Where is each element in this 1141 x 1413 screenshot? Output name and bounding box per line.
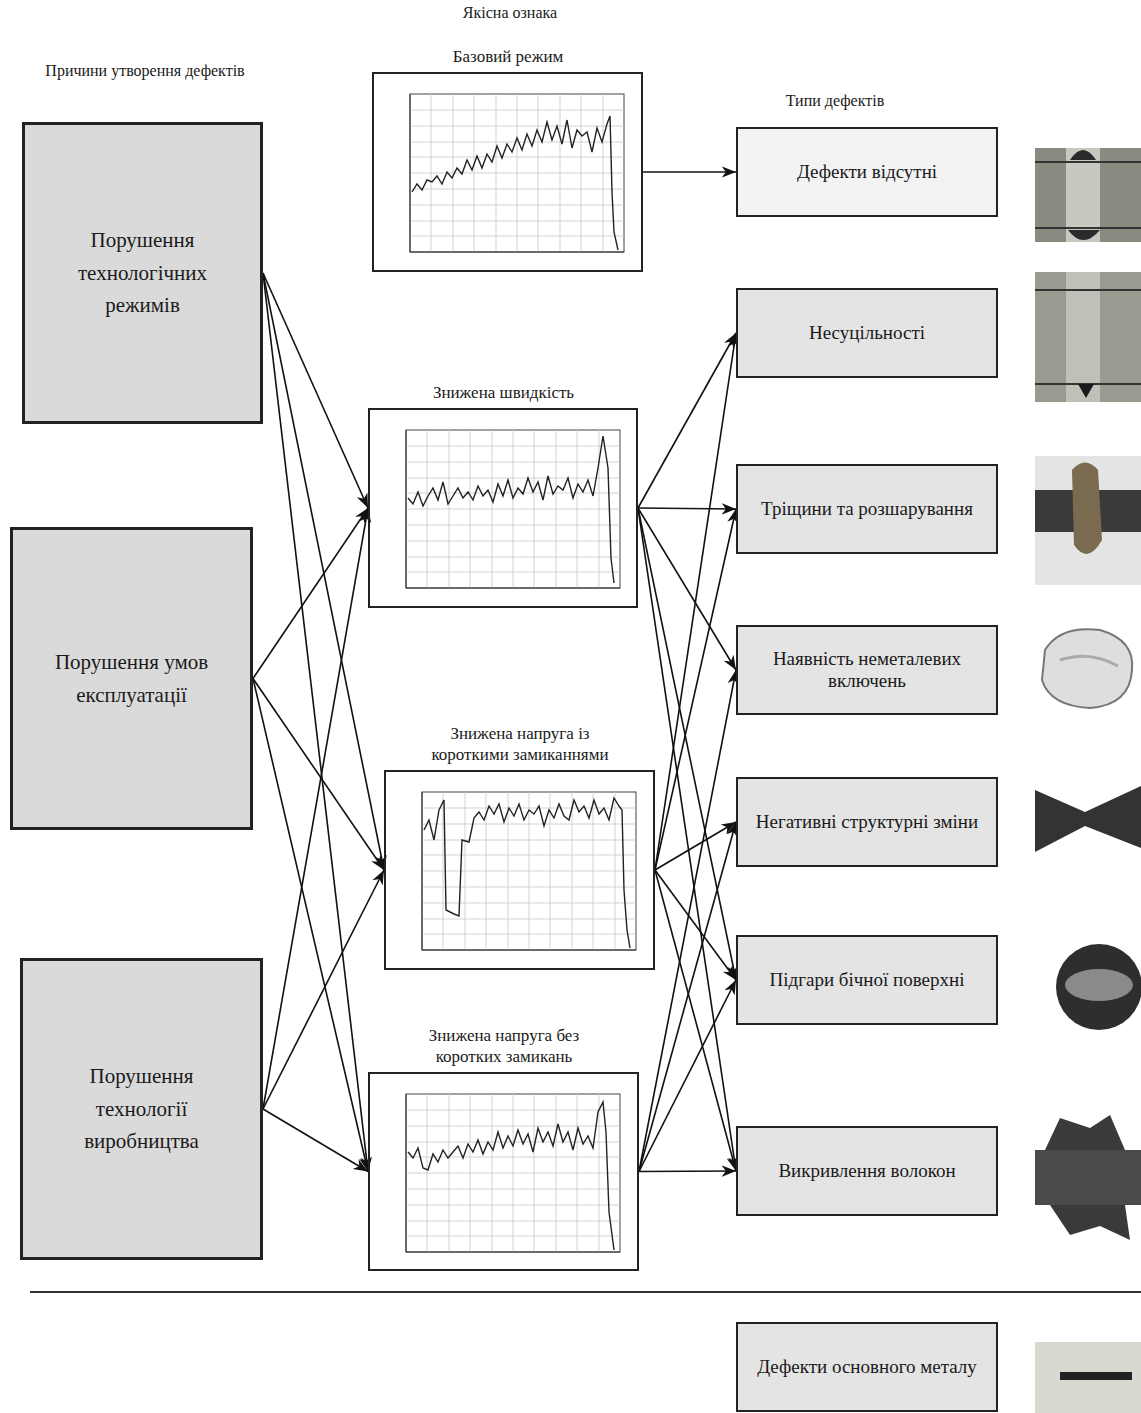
- arrow-connector: [655, 870, 736, 980]
- arrow-connector: [643, 171, 736, 173]
- cause-box: Порушення умов експлуатації: [10, 527, 253, 830]
- arrow-connector: [263, 273, 368, 508]
- arrow-connector: [638, 333, 736, 508]
- chart-plot: [406, 430, 620, 588]
- defect-text: Підгари бічної поверхні: [770, 969, 965, 991]
- defect-photo: [1035, 456, 1141, 585]
- column-header: Типи дефектів: [750, 92, 920, 110]
- cause-box: Порушення технології виробництва: [20, 958, 263, 1260]
- defect-box: Дефекти основного металу: [736, 1322, 998, 1412]
- chart-title: Знижена швидкість: [401, 383, 606, 403]
- chart-plot: [422, 792, 636, 950]
- defect-text: Тріщини та розшарування: [761, 498, 973, 520]
- separator-line: [30, 1291, 1141, 1293]
- arrow-connector: [638, 508, 736, 509]
- defect-text: Викривлення волокон: [778, 1160, 955, 1182]
- chart-box: Знижена швидкість: [368, 408, 638, 608]
- chart-box: Знижена напруга без коротких замикань: [368, 1072, 639, 1271]
- arrow-connector: [639, 980, 736, 1172]
- defect-photo: [1035, 786, 1141, 852]
- arrow-connector: [253, 679, 368, 1172]
- defect-text: Дефекти відсутні: [797, 161, 937, 183]
- defect-box: Дефекти відсутні: [736, 127, 998, 217]
- defect-box: Наявність неметалевих включень: [736, 625, 998, 715]
- chart-box: Знижена напруга із короткими замиканнями: [384, 770, 655, 970]
- arrow-connector: [253, 679, 384, 871]
- defect-box: Негативні структурні зміни: [736, 777, 998, 867]
- defect-box: Викривлення волокон: [736, 1126, 998, 1216]
- defect-photo: [1042, 629, 1132, 708]
- arrow-connector: [655, 870, 736, 1171]
- cause-text: Порушення технологічних режимів: [47, 224, 238, 322]
- defect-box: Тріщини та розшарування: [736, 464, 998, 554]
- defect-text: Дефекти основного металу: [757, 1356, 977, 1378]
- cause-text: Порушення умов експлуатації: [35, 646, 228, 711]
- chart-plot: [406, 1094, 620, 1252]
- column-header: Причини утворення дефектів: [30, 62, 260, 80]
- defect-box: Підгари бічної поверхні: [736, 935, 998, 1025]
- arrow-connector: [639, 1170, 736, 1172]
- arrow-connector: [655, 509, 736, 870]
- defect-photo: [1035, 148, 1141, 242]
- cause-box: Порушення технологічних режимів: [22, 122, 263, 424]
- defect-photo: [1035, 1342, 1141, 1413]
- arrow-connector: [263, 273, 368, 1172]
- arrow-connector: [638, 508, 736, 1171]
- arrow-connector: [263, 1109, 368, 1172]
- arrow-connector: [263, 870, 384, 1109]
- defect-photo: [1056, 944, 1141, 1030]
- arrow-connector: [638, 508, 736, 670]
- chart-title: Базовий режим: [406, 47, 611, 67]
- defect-photo: [1035, 1115, 1141, 1240]
- defect-text: Наявність неметалевих включень: [746, 648, 988, 692]
- column-header: Якісна ознака: [410, 4, 610, 22]
- arrow-connector: [253, 508, 368, 679]
- defect-box: Несуцільності: [736, 288, 998, 378]
- chart-box: Базовий режим: [372, 72, 643, 272]
- defect-text: Негативні структурні зміни: [756, 811, 978, 833]
- chart-title: Знижена напруга без коротких замикань: [402, 1026, 607, 1067]
- cause-text: Порушення технології виробництва: [45, 1060, 238, 1158]
- defect-text: Несуцільності: [809, 322, 925, 344]
- chart-title: Знижена напруга із короткими замиканнями: [418, 724, 623, 765]
- arrow-connector: [263, 508, 368, 1109]
- defect-photo: [1035, 272, 1141, 402]
- arrow-connector: [655, 333, 736, 870]
- chart-plot: [410, 94, 624, 252]
